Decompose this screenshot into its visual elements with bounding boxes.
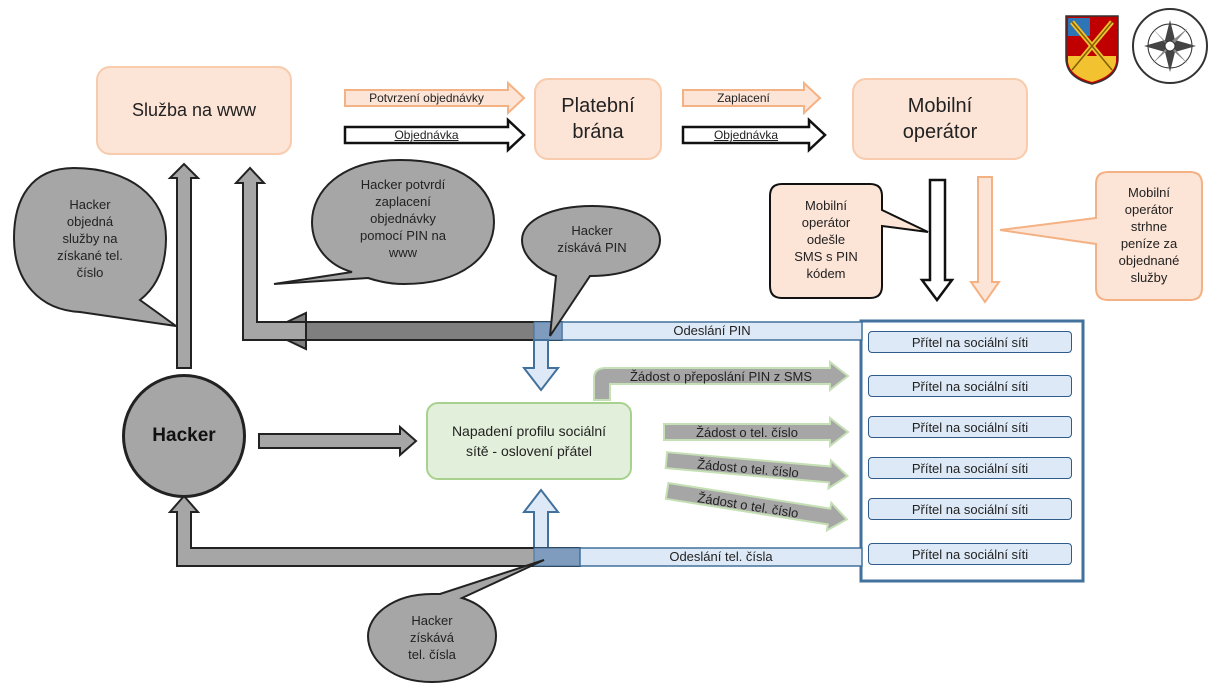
bar-odeslani-tel: [579, 547, 863, 567]
callout-mobilni-odesle-text: Mobilní operátor odešle SMS s PIN kódem: [772, 197, 880, 282]
box-sluzba-na-www: Služba na www: [96, 66, 292, 155]
label-zaplaceni: Zaplacení: [717, 91, 770, 105]
callout-line: získává PIN: [557, 240, 627, 255]
friend-item: Přítel na sociální síti: [868, 457, 1072, 479]
box-napadeni-line2: sítě - oslovení přátel: [465, 443, 593, 459]
callout-line: tel. čísla: [408, 647, 456, 662]
callout-line: Hacker: [571, 223, 613, 238]
arrow-tel-to-hacker: [167, 494, 581, 567]
callout-line: Hacker: [69, 197, 111, 212]
callout-line: objedná: [66, 214, 114, 229]
arrow-sms-down: [919, 178, 955, 303]
callout-line: SMS s PIN: [794, 249, 858, 264]
callout-hacker-ziskava-pin: [520, 204, 662, 337]
friend-item: Přítel na sociální síti: [868, 375, 1072, 397]
box-mobilni-line1: Mobilní: [907, 95, 973, 117]
friend-label: Přítel na sociální síti: [911, 501, 1029, 517]
callout-hacker-potvrdi-text: Hacker potvrdí zaplacení objednávky pomo…: [328, 176, 478, 261]
arrow-zadost-pin: [593, 359, 850, 401]
callout-line: Hacker: [411, 613, 453, 628]
arrow-charge-down: [969, 176, 1001, 304]
callout-hacker-objedna: [12, 166, 177, 327]
box-hacker-label: Hacker: [152, 425, 216, 446]
callout-hacker-potvrdi: [273, 158, 496, 286]
friend-item: Přítel na sociální síti: [868, 543, 1072, 565]
callout-line: získává: [409, 630, 455, 645]
callout-line: strhne: [1130, 219, 1168, 234]
callout-line: peníze za: [1120, 236, 1178, 251]
callout-line: číslo: [76, 265, 104, 280]
friend-label: Přítel na sociální síti: [911, 378, 1029, 394]
callout-hacker-ziskava-tel-text: Hacker získává tel. čísla: [380, 612, 484, 663]
callout-mobilni-strhne: [999, 171, 1203, 301]
arrow-up-to-sluzba-pin: [233, 166, 307, 341]
callout-line: www: [388, 245, 418, 260]
friend-item: Přítel na sociální síti: [868, 416, 1072, 438]
arrow-zadost-tel-3: [664, 481, 849, 533]
arrow-objednavka-2: [681, 117, 827, 153]
box-napadeni-line1: Napadení profilu sociální: [451, 423, 607, 439]
callout-line: služby na: [62, 231, 118, 246]
label-zadost-tel-1: Žádost o tel. číslo: [696, 425, 798, 440]
callout-line: zaplacení: [375, 194, 431, 209]
callout-line: operátor: [1124, 202, 1174, 217]
box-platebni-brana: Platební brána: [534, 78, 662, 160]
friend-label: Přítel na sociální síti: [911, 419, 1029, 435]
friend-label: Přítel na sociální síti: [911, 460, 1029, 476]
callout-hacker-ziskava-tel: [366, 559, 545, 684]
box-mobilni-operator: Mobilní operátor: [852, 78, 1028, 160]
callout-line: objednávky: [370, 211, 436, 226]
callout-line: Mobilní: [1128, 185, 1170, 200]
box-napadeni-profilu: Napadení profilu sociální sítě - osloven…: [426, 402, 632, 480]
callout-mobilni-strhne-text: Mobilní operátor strhne peníze za objedn…: [1098, 184, 1200, 286]
callout-line: pomocí PIN na: [360, 228, 446, 243]
arrow-objednavka-1: [343, 117, 526, 153]
friend-label: Přítel na sociální síti: [911, 334, 1029, 350]
callout-line: Hacker potvrdí: [360, 177, 446, 192]
friend-item: Přítel na sociální síti: [868, 498, 1072, 520]
label-objednavka-1: Objednávka: [394, 128, 459, 142]
arrow-hacker-to-sluzba: [167, 162, 201, 369]
arrow-zaplaceni: [682, 80, 822, 116]
callout-line: služby: [1130, 270, 1168, 285]
box-hacker: Hacker: [122, 374, 246, 498]
arrow-pin-down: [521, 339, 561, 392]
label-potvrzeni: Potvrzení objednávky: [369, 91, 484, 105]
police-star-logo: [1132, 8, 1208, 84]
callout-line: operátor: [801, 215, 851, 230]
callout-line: odešle: [806, 232, 846, 247]
arrow-zadost-tel-2: [664, 451, 850, 491]
callout-hacker-ziskava-pin-text: Hacker získává PIN: [530, 222, 654, 256]
label-odeslani-tel: Odeslání tel. čísla: [669, 549, 773, 564]
box-platebni-line1: Platební: [561, 95, 635, 117]
callout-mobilni-odesle: [769, 183, 929, 299]
coat-of-arms-logo: [1065, 15, 1119, 85]
callout-hacker-objedna-text: Hacker objedná služby na získané tel. čí…: [22, 196, 158, 281]
box-platebni-line2: brána: [572, 121, 624, 143]
label-objednavka-2: Objednávka: [713, 128, 779, 142]
label-zadost-pin: Žádost o přeposlání PIN z SMS: [629, 369, 813, 384]
callout-line: získané tel.: [57, 248, 123, 263]
bar-overlap-tel: [533, 547, 581, 567]
callout-line: objednané: [1118, 253, 1180, 268]
arrow-zadost-tel-1: [663, 415, 850, 449]
friend-label: Přítel na sociální síti: [911, 546, 1029, 562]
box-mobilni-line2: operátor: [902, 121, 978, 143]
friend-item: Přítel na sociální síti: [868, 331, 1072, 353]
label-odeslani-pin: Odeslání PIN: [673, 323, 751, 338]
arrow-hacker-to-napadeni: [258, 424, 418, 458]
box-sluzba-label: Služba na www: [131, 100, 257, 120]
arrow-potvrzeni: [344, 80, 526, 116]
friends-container: [859, 319, 1085, 583]
arrow-pin-to-hacker-dark: [265, 311, 563, 351]
callout-line: kódem: [806, 266, 846, 281]
callout-line: Mobilní: [805, 198, 847, 213]
